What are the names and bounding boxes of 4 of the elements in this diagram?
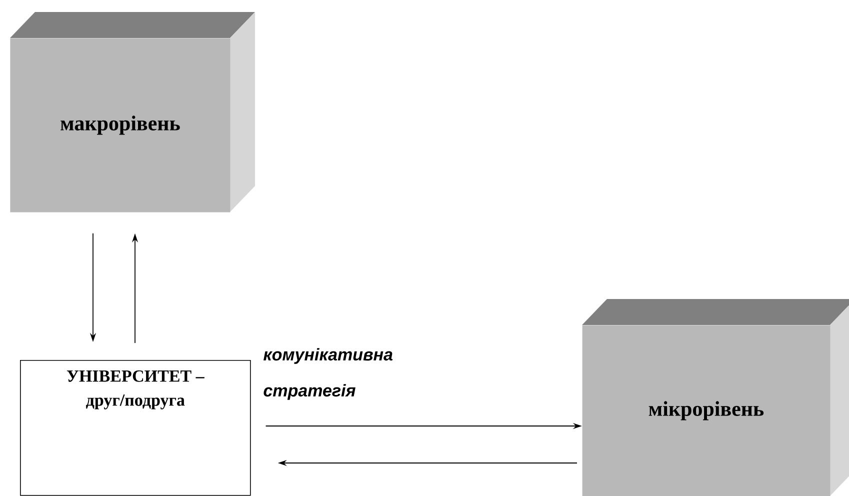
cube-box: мікрорівень (582, 299, 849, 496)
process-box: УНІВЕРСИТЕТ – друг/подруга (20, 360, 251, 496)
cube-box: макрорівень (10, 12, 255, 212)
edge-label: комунікативна стратегія (264, 348, 392, 400)
